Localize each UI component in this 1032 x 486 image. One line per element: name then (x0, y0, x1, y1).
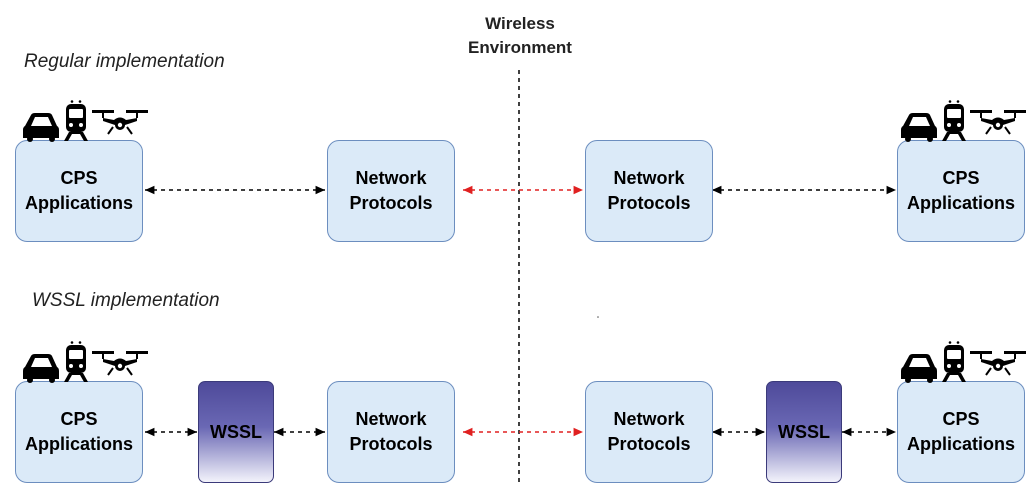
network-protocols-box-right-top: Network Protocols (585, 140, 713, 242)
cps-applications-box-left-bottom: CPS Applications (15, 381, 143, 483)
train-icon (64, 341, 88, 382)
wireless-environment-label: Wireless Environment (468, 14, 572, 57)
cps-applications-box-right-bottom: CPS Applications (897, 381, 1025, 483)
network-protocols-box-left-bottom: Network Protocols (327, 381, 455, 483)
vehicle-icons-right-bottom (901, 341, 1026, 383)
wssl-implementation-label: WSSL implementation (32, 290, 220, 311)
car-icon (23, 113, 59, 142)
car-icon (23, 354, 59, 383)
regular-implementation-label: Regular implementation (24, 51, 225, 72)
wssl-box-left: WSSL (198, 381, 274, 483)
drone-icon (92, 110, 148, 135)
drone-icon (92, 351, 148, 376)
car-icon (901, 354, 937, 383)
train-icon (942, 341, 966, 382)
drone-icon (970, 351, 1026, 376)
vehicle-icons-right-top (901, 100, 1026, 142)
cps-applications-box-left-top: CPS Applications (15, 140, 143, 242)
wssl-box-right: WSSL (766, 381, 842, 483)
drone-icon (970, 110, 1026, 135)
car-icon (901, 113, 937, 142)
network-protocols-box-left-top: Network Protocols (327, 140, 455, 242)
train-icon (64, 100, 88, 141)
train-icon (942, 100, 966, 141)
network-protocols-box-right-bottom: Network Protocols (585, 381, 713, 483)
vehicle-icons-left-bottom (23, 341, 148, 383)
cps-applications-box-right-top: CPS Applications (897, 140, 1025, 242)
vehicle-icons-left-top (23, 100, 148, 142)
stray-dot (597, 316, 599, 318)
